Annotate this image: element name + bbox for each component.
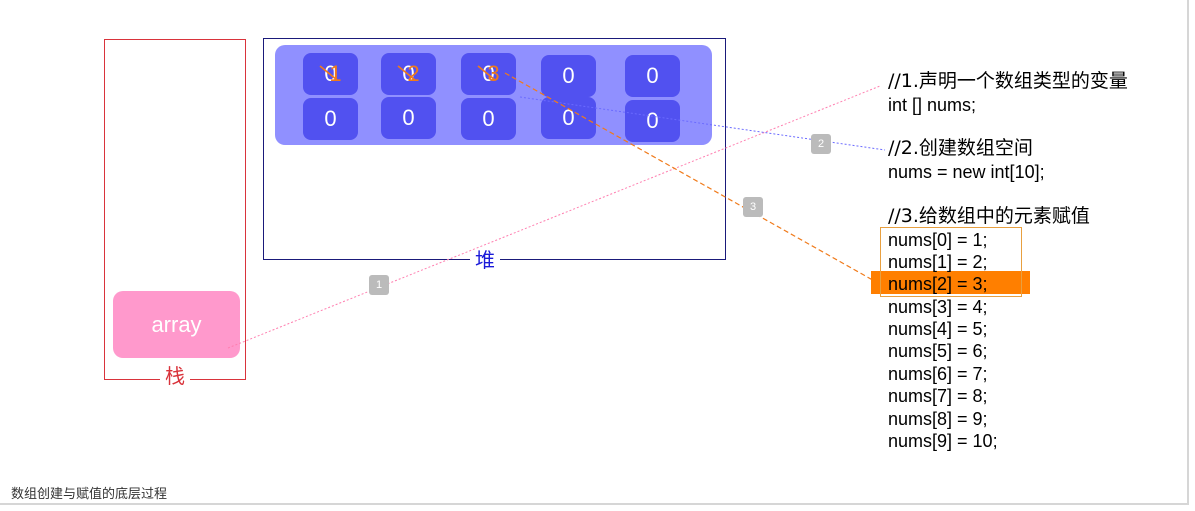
assignment-line: nums[9] = 10;	[888, 431, 998, 451]
step3-comment: //3.给数组中的元素赋值	[888, 205, 1090, 227]
assignment-line: nums[8] = 9;	[888, 409, 988, 429]
assignment-line: nums[0] = 1;	[888, 230, 988, 250]
step2-comment: //2.创建数组空间	[888, 137, 1033, 159]
figure-caption: 数组创建与赋值的底层过程	[11, 487, 168, 502]
array-cell-5: 0	[303, 98, 358, 140]
array-cell-4: 0	[625, 55, 680, 97]
array-cell-6: 0	[381, 97, 436, 139]
stack-label: 栈	[160, 364, 190, 388]
array-cell-1: 0 2	[381, 53, 436, 95]
array-cell-7: 0	[461, 98, 516, 140]
assignment-line: nums[1] = 2;	[888, 252, 988, 272]
assignment-group-box	[880, 227, 1022, 297]
assignment-line: nums[5] = 6;	[888, 341, 988, 361]
assignment-line: nums[3] = 4;	[888, 297, 988, 317]
cell-new-value: 3	[487, 61, 500, 86]
assignment-line-highlighted: nums[2] = 3;	[888, 274, 988, 294]
array-variable: array	[113, 291, 240, 358]
cell-old-value: 0	[646, 63, 659, 88]
assignment-line: nums[6] = 7;	[888, 364, 988, 384]
step-badge-1: 1	[369, 275, 389, 295]
heap-label: 堆	[470, 248, 500, 272]
array-cell-2: 0 3	[461, 53, 516, 95]
step1-code: int [] nums;	[888, 95, 977, 115]
step2-code: nums = new int[10];	[888, 162, 1045, 182]
array-cell-3: 0	[541, 55, 596, 97]
array-cell-9: 0	[625, 100, 680, 142]
assignment-line: nums[7] = 8;	[888, 386, 988, 406]
step-badge-3: 3	[743, 197, 763, 217]
array-cell-8: 0	[541, 97, 596, 139]
step1-comment: //1.声明一个数组类型的变量	[888, 70, 1128, 92]
cell-old-value: 0	[562, 63, 575, 88]
cell-new-value: 1	[329, 61, 342, 86]
cell-new-value: 2	[407, 61, 420, 86]
assignment-line: nums[4] = 5;	[888, 319, 988, 339]
array-cell-0: 0 1	[303, 53, 358, 95]
step-badge-2: 2	[811, 134, 831, 154]
current-assignment-highlight	[871, 271, 1030, 294]
